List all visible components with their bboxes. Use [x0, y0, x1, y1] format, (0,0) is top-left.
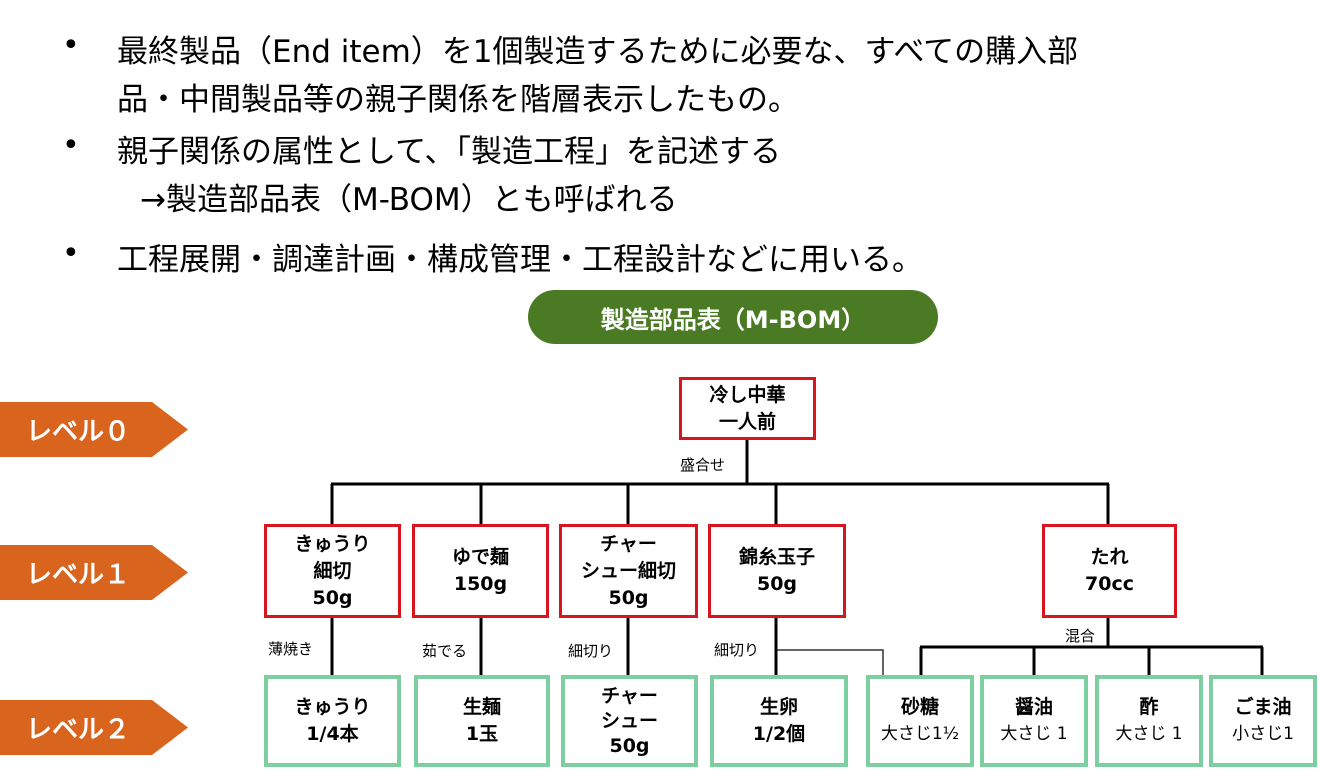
- node-name: たれ: [1090, 546, 1129, 568]
- process-label: 混合: [1065, 627, 1096, 645]
- node-qty: 大さじ1½: [880, 724, 960, 744]
- process-label: 盛合せ: [680, 456, 726, 474]
- node-qty: 70cc: [1085, 573, 1134, 595]
- node-qty: 大さじ 1: [1115, 724, 1183, 744]
- process-label: 細切り: [568, 642, 614, 660]
- process-label: 薄焼き: [268, 640, 314, 658]
- node-name: 錦糸玉子: [738, 546, 815, 568]
- level1-node: ゆで麺 150g: [412, 524, 549, 618]
- node-name: チャーシュー細切: [580, 532, 676, 582]
- bullet-text: 工程展開・調達計画・構成管理・工程設計などに用いる。: [117, 242, 923, 278]
- node-name: きゅうり細切: [294, 532, 371, 582]
- node-name: 生麺: [462, 696, 501, 718]
- level1-node: たれ 70cc: [1042, 524, 1177, 618]
- level2-node: チャーシュー 50g: [561, 675, 698, 767]
- node-qty: 一人前: [718, 410, 776, 433]
- node-qty: 50g: [608, 586, 649, 609]
- node-qty: 50g: [312, 586, 353, 609]
- node-name: 冷し中華: [709, 383, 786, 406]
- level2-node: 生卵 1/2個: [710, 675, 848, 767]
- level2-node: きゅうり 1/4本: [264, 675, 401, 767]
- level-2-arrow: レベル２: [0, 700, 188, 755]
- bullet-icon: •: [62, 128, 80, 163]
- bullet-text: 品・中間製品等の親子関係を階層表示したもの。: [117, 82, 799, 118]
- level2-node: 酢 大さじ 1: [1095, 675, 1203, 767]
- node-qty: 1/4本: [306, 723, 359, 745]
- level-0-arrow: レベル０: [0, 402, 188, 457]
- bullet-text: 親子関係の属性として、「製造工程」を記述する: [117, 134, 782, 170]
- node-name: 酢: [1139, 696, 1159, 718]
- level1-node: きゅうり細切 50g: [264, 524, 401, 618]
- node-qty: 50g: [756, 573, 798, 595]
- node-name: チャーシュー: [600, 684, 658, 732]
- process-label: 茹でる: [422, 642, 468, 660]
- bullet-icon: •: [62, 28, 80, 63]
- bullet-text: 最終製品（End item）を1個製造するために必要な、すべての購入部: [117, 34, 1079, 70]
- level1-node: チャーシュー細切 50g: [559, 524, 698, 618]
- level2-node: 生麺 1玉: [414, 675, 550, 767]
- node-qty: 50g: [609, 734, 650, 757]
- node-qty: 小さじ1: [1232, 724, 1294, 744]
- bullet-icon: •: [62, 236, 80, 271]
- level2-node: ごま油 小さじ1: [1209, 675, 1317, 767]
- node-name: 生卵: [759, 696, 798, 718]
- bullet-text: →製造部品表（M-BOM）とも呼ばれる: [140, 182, 678, 218]
- node-qty: 150g: [453, 573, 508, 595]
- level2-node: 醤油 大さじ 1: [980, 675, 1088, 767]
- process-label: 細切り: [714, 641, 760, 659]
- level-1-arrow: レベル１: [0, 545, 188, 600]
- level0-node: 冷し中華 一人前: [679, 377, 816, 440]
- node-qty: 大さじ 1: [1000, 724, 1068, 744]
- level2-node: 砂糖 大さじ1½: [866, 675, 974, 767]
- mbom-title-pill: 製造部品表（M-BOM）: [528, 290, 938, 344]
- node-name: 砂糖: [900, 696, 939, 718]
- node-name: ゆで麺: [451, 546, 509, 568]
- node-name: きゅうり: [294, 696, 371, 718]
- node-name: ごま油: [1234, 696, 1292, 718]
- node-name: 醤油: [1014, 696, 1053, 718]
- node-qty: 1/2個: [752, 723, 806, 745]
- level1-node: 錦糸玉子 50g: [708, 524, 846, 618]
- node-qty: 1玉: [465, 723, 499, 745]
